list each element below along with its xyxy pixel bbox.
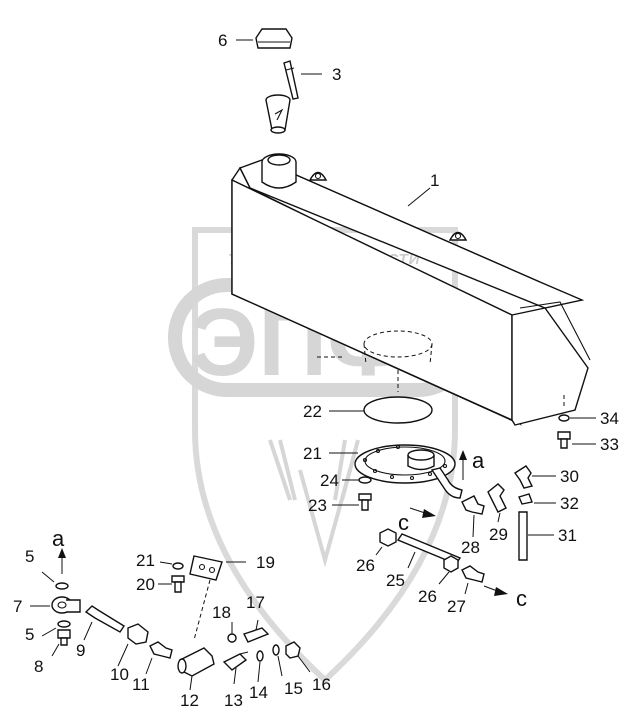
callout-labels: 6 3 1 22 21 24 23 34 33 30 32 31 29 28 2… xyxy=(13,31,619,710)
connection-letter-a-tank: a xyxy=(472,448,485,473)
callout-23: 23 xyxy=(308,496,327,515)
bracket-18 xyxy=(189,555,223,581)
callout-7: 8 xyxy=(34,657,43,676)
callout-18: 19 xyxy=(256,553,275,572)
suction-flange xyxy=(354,444,463,499)
callout-20: 21 xyxy=(136,551,155,570)
callout-1: 1 xyxy=(430,171,439,190)
bolt-16 xyxy=(243,627,270,643)
callout-12: 13 xyxy=(224,691,243,710)
bolt-23 xyxy=(358,493,372,511)
washer-14 xyxy=(272,644,280,656)
nut-26-left xyxy=(379,528,397,547)
watermark-wheat-icon xyxy=(268,439,360,568)
tube-8 xyxy=(84,605,125,633)
callout-11: 12 xyxy=(180,691,199,710)
callout-15: 16 xyxy=(312,675,331,694)
callout-3: 3 xyxy=(332,65,341,84)
bolt-19 xyxy=(171,575,185,593)
fitting-12 xyxy=(222,651,249,671)
washer-34 xyxy=(558,414,570,422)
drain-plug-33 xyxy=(557,431,571,449)
fuel-tank xyxy=(231,153,591,426)
clamp-32 xyxy=(518,493,533,505)
tube-25 xyxy=(396,533,462,565)
callout-5-bottom: 5 xyxy=(25,625,34,644)
connection-letter-a-filter: a xyxy=(52,526,65,551)
callout-34: 34 xyxy=(600,409,619,428)
washer-13 xyxy=(256,650,264,662)
connection-letters: a a c c xyxy=(52,448,527,611)
callout-32: 32 xyxy=(560,494,579,513)
adapter-10 xyxy=(149,641,173,659)
leader-lines xyxy=(30,39,596,691)
plug-15 xyxy=(285,641,301,659)
washer-20 xyxy=(172,562,184,570)
washer-24 xyxy=(358,476,372,484)
callout-31: 31 xyxy=(558,526,577,545)
connection-letter-c-tank: c xyxy=(398,510,409,535)
filler-cap xyxy=(255,28,293,49)
callout-19: 20 xyxy=(136,575,155,594)
banjo-bolt-7 xyxy=(57,629,71,646)
callout-10: 11 xyxy=(132,675,150,694)
elbow-30 xyxy=(514,465,534,489)
callout-28: 28 xyxy=(461,538,480,557)
nut-9 xyxy=(127,623,149,645)
callout-26-left: 26 xyxy=(356,556,375,575)
hose-31 xyxy=(518,511,528,561)
banjo-6 xyxy=(51,596,81,614)
connector-27 xyxy=(461,565,485,583)
callout-22: 22 xyxy=(303,402,322,421)
callout-4: 6 xyxy=(218,31,227,50)
nut-26-right xyxy=(443,555,459,573)
bracket-leader xyxy=(193,579,211,641)
callout-9: 10 xyxy=(110,665,129,684)
callout-13: 14 xyxy=(249,683,268,702)
connection-letter-c-line: c xyxy=(516,586,527,611)
callout-16: 17 xyxy=(246,593,265,612)
o-ring xyxy=(363,396,433,424)
callout-26-right: 26 xyxy=(418,587,437,606)
callout-33: 33 xyxy=(600,435,619,454)
callout-5-top: 5 xyxy=(25,547,34,566)
washer-17 xyxy=(227,633,237,643)
callout-17: 18 xyxy=(212,603,231,622)
callout-30: 30 xyxy=(560,467,579,486)
callout-8: 9 xyxy=(76,641,85,660)
flow-arrows xyxy=(58,450,508,596)
washer-5-top xyxy=(55,582,69,590)
elbow-29 xyxy=(487,483,507,513)
callout-24: 24 xyxy=(320,471,339,490)
callout-6: 7 xyxy=(13,597,22,616)
callout-29: 29 xyxy=(489,525,508,544)
callout-27: 27 xyxy=(447,597,466,616)
callout-14: 15 xyxy=(284,679,303,698)
filler-strainer xyxy=(265,94,291,134)
filter-body-11 xyxy=(177,647,215,677)
retaining-pin xyxy=(283,60,299,100)
callout-21: 21 xyxy=(303,444,322,463)
elbow-28 xyxy=(461,495,485,515)
washer-5-bottom xyxy=(57,620,71,628)
callout-25: 25 xyxy=(386,571,405,590)
